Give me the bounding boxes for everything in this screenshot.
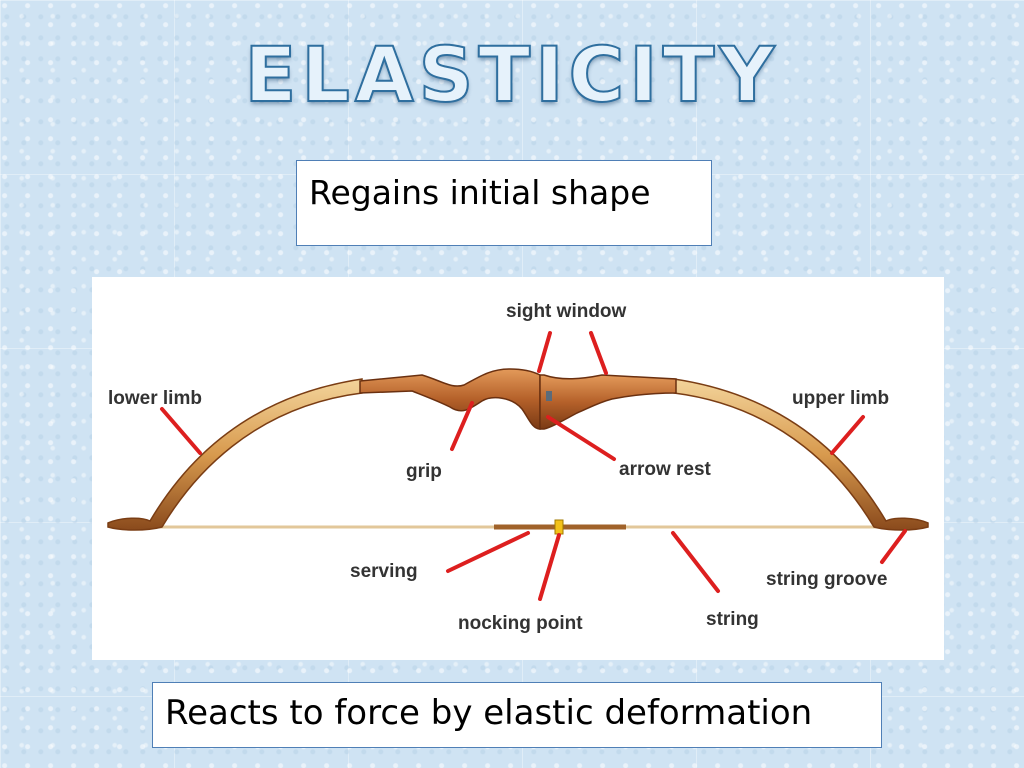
nocking-point-pointer (538, 533, 561, 601)
arrow-rest-pointer (546, 415, 616, 461)
label-lower-limb: lower limb (108, 388, 202, 409)
sight-window-pointer-right (589, 331, 608, 375)
serving-pointer (446, 531, 530, 573)
bottom-text-box: Reacts to force by elastic deformation (152, 682, 882, 748)
riser-shape (359, 368, 541, 430)
label-grip: grip (406, 461, 442, 482)
sight-window-pointer-left (537, 331, 552, 373)
label-arrow-rest: arrow rest (619, 459, 712, 480)
slide-title: ELASTICITY (244, 29, 780, 120)
riser-shape-right (539, 374, 677, 430)
lower-limb-pointer (160, 407, 202, 455)
grip-pointer (450, 401, 474, 451)
string-groove-pointer (880, 529, 907, 564)
label-string-groove: string groove (766, 569, 887, 590)
label-serving: serving (350, 561, 418, 582)
label-nocking-point: nocking point (458, 613, 583, 634)
top-text: Regains initial shape (309, 173, 651, 212)
label-upper-limb: upper limb (792, 388, 889, 409)
upper-limb-pointer (830, 415, 865, 455)
label-string: string (706, 609, 759, 630)
top-text-box: Regains initial shape (296, 160, 712, 246)
arrow-rest-mark (546, 391, 552, 401)
bow-diagram-svg: sight window lower limb upper limb grip … (107, 301, 929, 634)
bow-diagram: sight window lower limb upper limb grip … (92, 277, 944, 660)
string-pointer (671, 531, 720, 593)
bottom-text: Reacts to force by elastic deformation (165, 693, 813, 733)
label-sight-window: sight window (506, 301, 627, 322)
nocking-point-mark (554, 519, 564, 535)
